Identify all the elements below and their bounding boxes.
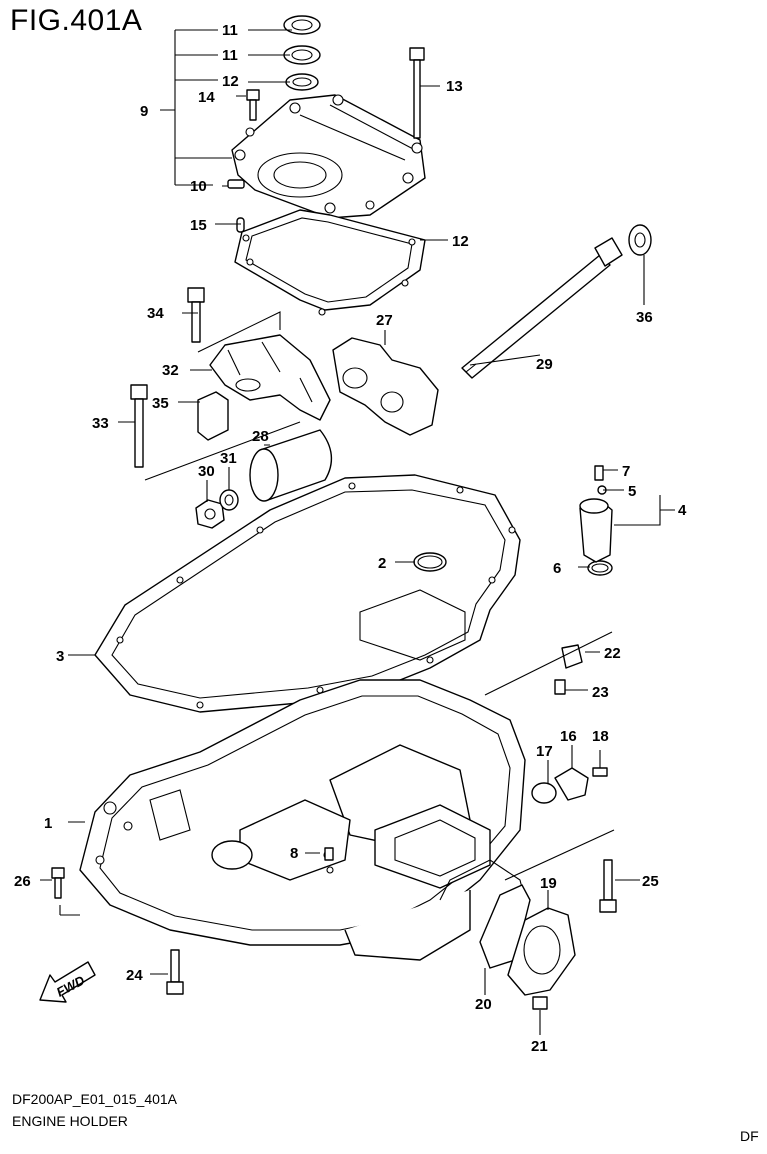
callout-26: 25	[642, 873, 659, 890]
leader-lines	[40, 29, 675, 1035]
fwd-arrow-icon: FWD	[39, 961, 96, 1003]
water-pipe-part	[579, 465, 613, 563]
sensor-part	[554, 644, 583, 695]
washer-part	[628, 224, 652, 256]
callout-32: 31	[220, 450, 237, 467]
callout-35: 34	[147, 305, 164, 322]
mount-rubber-part	[332, 337, 439, 436]
mount-collar-part	[249, 429, 333, 502]
callout-30: 29	[536, 356, 553, 373]
callout-11: 11	[222, 47, 238, 64]
callout-31: 30	[198, 463, 215, 480]
cover-gasket-part	[234, 209, 426, 316]
figure-code: DF200AP_E01_015_401A	[12, 1091, 178, 1107]
callout-13: 12	[452, 233, 469, 250]
callout-21: 20	[475, 996, 492, 1013]
oil-pan-part	[79, 679, 526, 961]
callout-37: 36	[636, 309, 653, 326]
callout-10: 10	[190, 178, 207, 195]
bolt-part	[130, 287, 205, 468]
callout-27: 26	[14, 873, 31, 890]
callout-8: 8	[290, 845, 298, 862]
callout-2: 2	[378, 555, 386, 572]
callout-labels: 11 11 12 9 14 13 10 15 12 36 27 34 29 32…	[14, 22, 687, 1055]
figure-name: ENGINE HOLDER	[12, 1113, 128, 1129]
stopper-plate-part	[197, 391, 229, 441]
callout-33: 32	[162, 362, 179, 379]
callout-19: 18	[592, 728, 609, 745]
nut-part	[195, 499, 225, 529]
callout-1: 1	[44, 815, 52, 832]
callout-14: 13	[446, 78, 463, 95]
cover-plate-part	[531, 767, 608, 804]
callout-22: 21	[531, 1038, 548, 1055]
callout-17: 16	[560, 728, 577, 745]
callout-36: 35	[152, 395, 169, 412]
callout-28: 27	[376, 312, 393, 329]
callout-12: 12	[222, 73, 239, 90]
callout-5: 5	[628, 483, 636, 500]
callout-7: 7	[622, 463, 630, 480]
oil-pan-gasket-part	[94, 474, 521, 713]
bolt-part	[227, 47, 425, 233]
callout-16: 15	[190, 217, 207, 234]
callout-11: 11	[222, 22, 238, 39]
bolt-part	[51, 847, 617, 995]
mount-bracket-part	[209, 334, 331, 421]
callout-29: 28	[252, 428, 269, 445]
washer-part	[219, 489, 239, 511]
callout-3: 3	[56, 648, 64, 665]
callout-18: 17	[536, 743, 553, 760]
callout-6: 6	[553, 560, 561, 577]
callout-34: 33	[92, 415, 109, 432]
callout-4: 4	[678, 502, 687, 519]
callout-25: 24	[126, 967, 143, 984]
callout-24: 23	[592, 684, 609, 701]
callout-9: 9	[140, 103, 148, 120]
mount-bolt-long-part	[461, 237, 623, 379]
oil-seal-part	[283, 15, 321, 91]
o-ring-part	[413, 552, 613, 576]
corner-text: DF	[740, 1128, 759, 1144]
callout-15: 14	[198, 89, 215, 106]
callout-23: 22	[604, 645, 621, 662]
callout-20: 19	[540, 875, 557, 892]
strainer-cover-part	[479, 884, 576, 1010]
cover-plate-part	[231, 94, 426, 219]
figure-title: FIG.401A	[10, 4, 143, 37]
